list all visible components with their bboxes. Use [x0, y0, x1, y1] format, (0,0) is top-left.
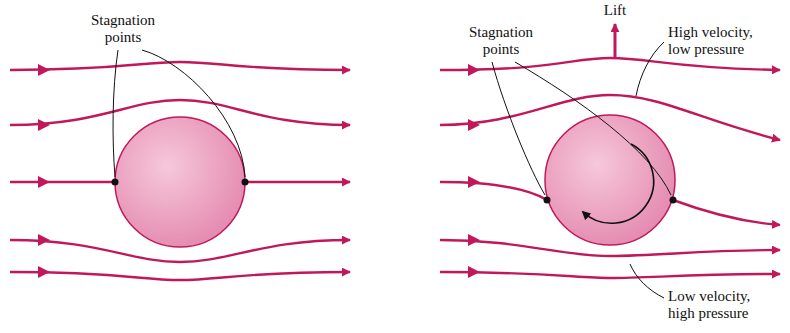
- lift-label: Lift: [595, 2, 635, 19]
- stagnation-dot: [242, 179, 249, 186]
- stagnation-dot: [544, 197, 551, 204]
- stagnation-dot: [112, 179, 119, 186]
- flow-arrowheads-left: [38, 64, 50, 278]
- cylinder: [115, 117, 245, 247]
- stagnation-dot: [670, 197, 677, 204]
- leader-lines-right: [492, 42, 671, 298]
- region-label: Low velocity, high pressure: [668, 288, 778, 322]
- cylinder: [545, 115, 675, 245]
- streamlines-left: [10, 62, 350, 280]
- leader-lines-left: [113, 50, 245, 177]
- flow-arrowheads-right: [468, 64, 480, 278]
- lift-arrow: [614, 24, 617, 58]
- stagnation-label: Stagnation points: [78, 12, 168, 46]
- stagnation-label: Stagnation points: [456, 24, 546, 58]
- region-label: High velocity, low pressure: [668, 24, 778, 58]
- streamlines-right: [440, 58, 780, 278]
